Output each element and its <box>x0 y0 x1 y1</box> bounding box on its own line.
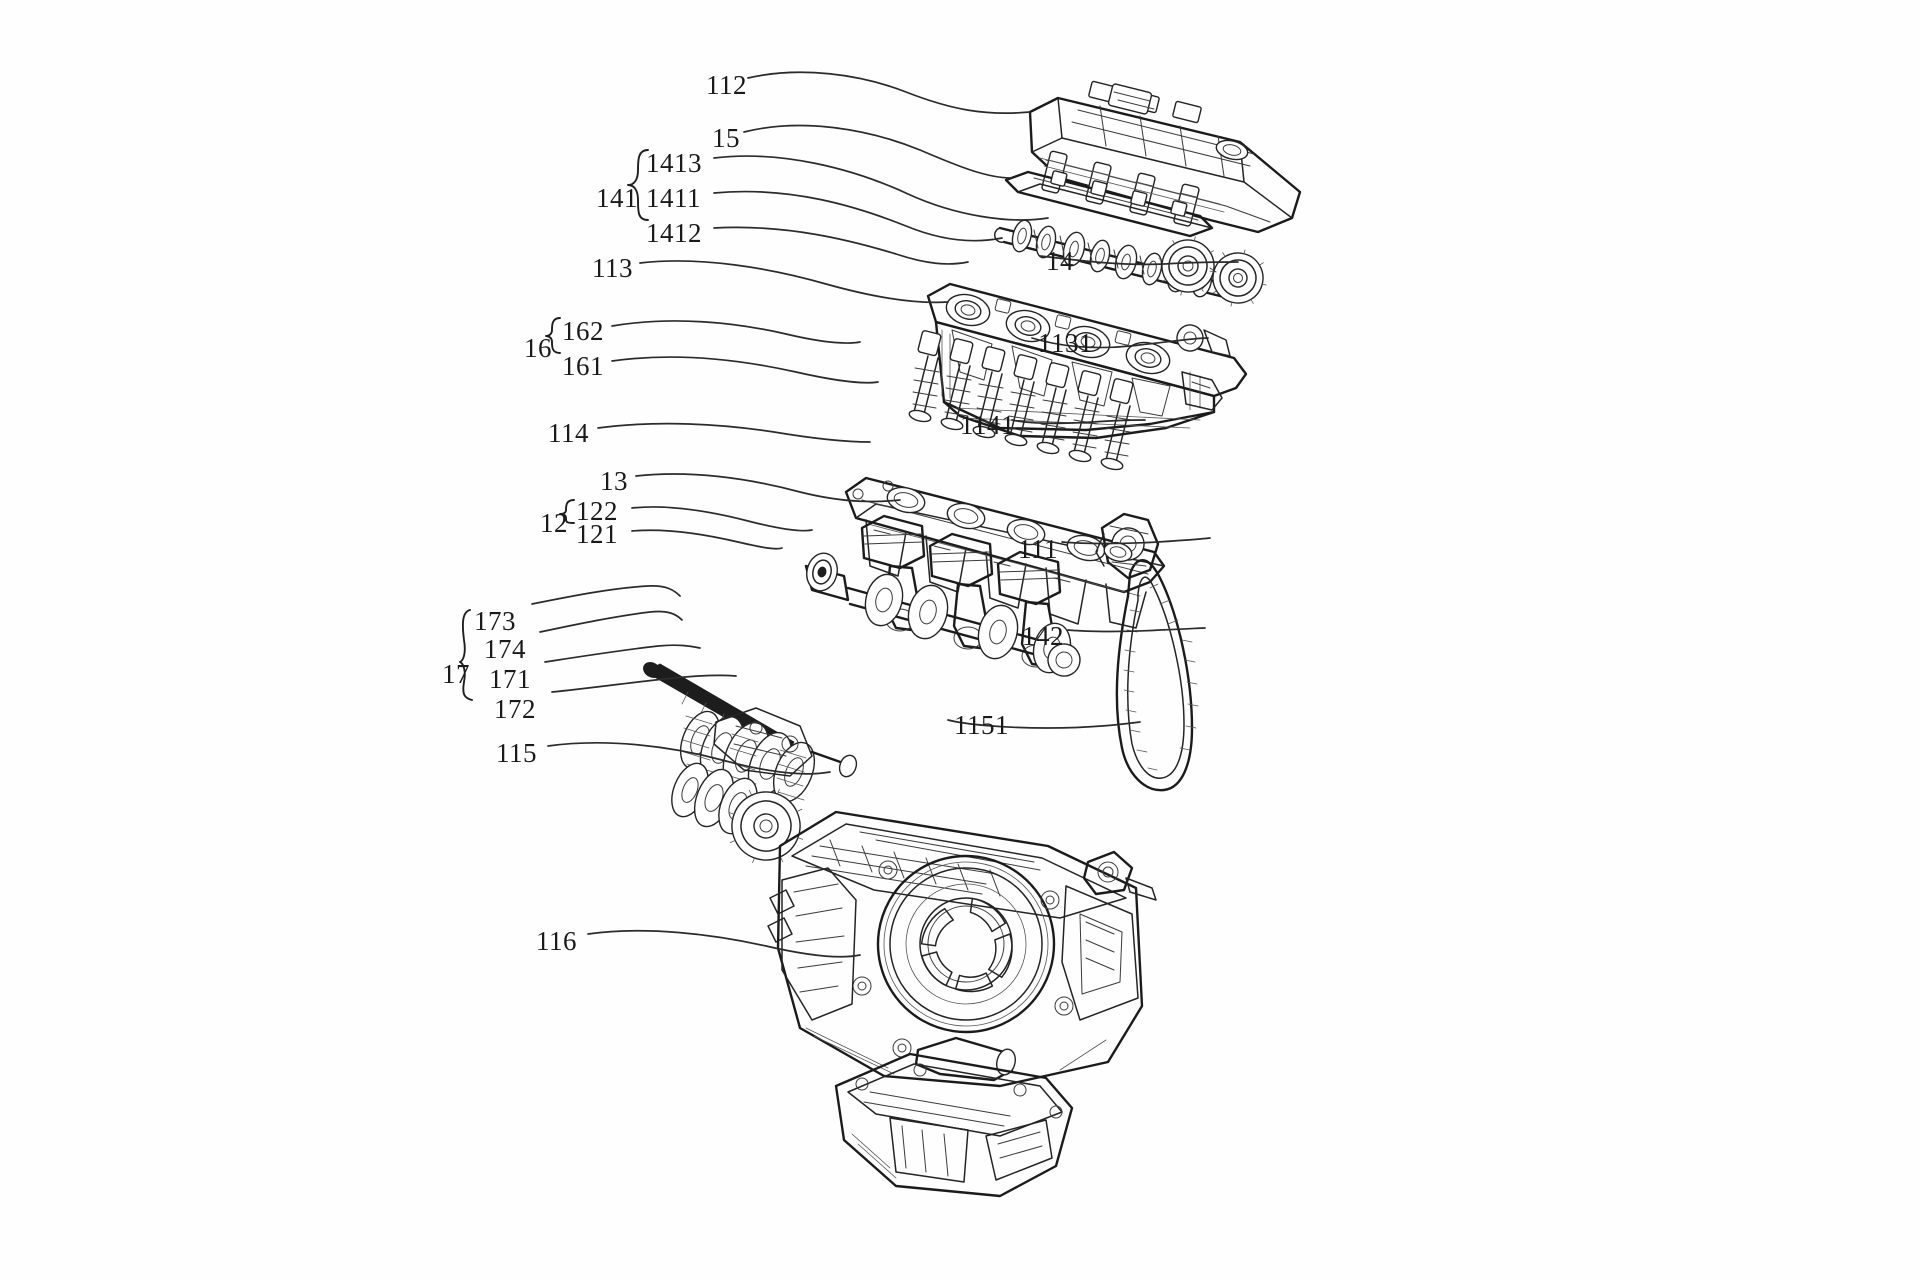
callout-1411: 1411 <box>646 183 701 213</box>
callout-17: 17 <box>442 659 470 689</box>
callout-1151: 1151 <box>954 710 1009 740</box>
callout-14: 14 <box>1046 246 1074 276</box>
callout-116: 116 <box>536 926 577 956</box>
callout-1131: 1131 <box>1038 328 1093 358</box>
part-crankcase <box>767 810 1157 1088</box>
part-valve-assembly <box>908 330 1134 471</box>
callout-172: 172 <box>494 694 536 724</box>
brace-16 <box>545 317 561 354</box>
callout-171: 171 <box>489 664 531 694</box>
callout-173: 173 <box>474 606 516 636</box>
callout-13: 13 <box>600 466 628 496</box>
part-cylinder-block-plate <box>844 476 1166 629</box>
callout-111: 111 <box>1018 534 1058 564</box>
part-transmission-gear-assembly <box>643 662 858 864</box>
callout-12: 12 <box>540 508 568 538</box>
callout-142: 142 <box>1022 621 1064 651</box>
part-ignition-coil-rail <box>1004 170 1214 238</box>
callout-141: 141 <box>596 183 638 213</box>
part-piston-conrod-assembly <box>804 514 1081 677</box>
part-timing-chain <box>1115 559 1199 792</box>
callout-1141: 1141 <box>960 410 1015 440</box>
part-cylinder-head-cover <box>1028 80 1302 234</box>
callout-1412: 1412 <box>646 218 702 248</box>
brace-12 <box>559 499 575 524</box>
callout-112: 112 <box>706 70 747 100</box>
part-camshaft-timing-sprocket <box>1158 236 1267 307</box>
callout-1413: 1413 <box>646 148 702 178</box>
callout-161: 161 <box>562 351 604 381</box>
brace-17 <box>459 609 473 701</box>
callout-114: 114 <box>548 418 589 448</box>
callout-16: 16 <box>524 333 552 363</box>
callout-174: 174 <box>484 634 526 664</box>
callout-121: 121 <box>576 519 618 549</box>
leader-lines <box>531 71 1239 958</box>
part-oil-pan <box>834 1052 1074 1198</box>
callout-113: 113 <box>592 253 633 283</box>
brace-141 <box>627 149 649 221</box>
part-cylinder-head <box>926 282 1248 440</box>
callout-15: 15 <box>712 123 740 153</box>
callout-162: 162 <box>562 316 604 346</box>
callout-122: 122 <box>576 496 618 526</box>
callout-115: 115 <box>496 738 537 768</box>
